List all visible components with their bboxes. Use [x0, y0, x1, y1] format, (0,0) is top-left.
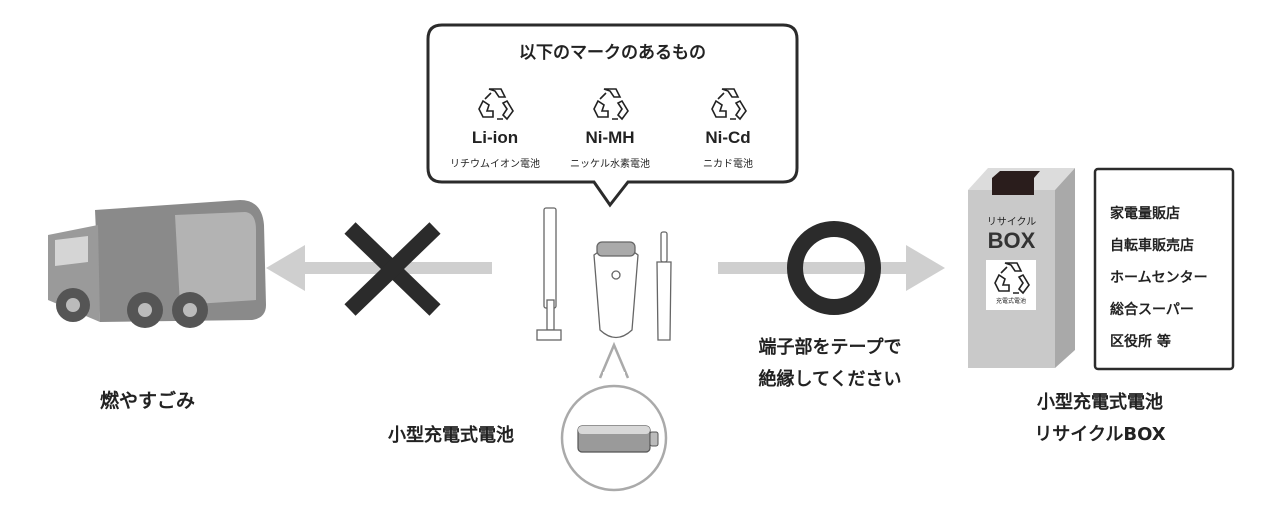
- electric-toothbrush-icon: [656, 231, 672, 341]
- battery-icon: [577, 425, 659, 453]
- store-item: 自転車販売店: [1110, 238, 1194, 254]
- burnable-waste-label: 燃やすごみ: [100, 390, 196, 412]
- magnifier-callout: [560, 341, 668, 492]
- mark-code: Li-ion: [471, 128, 519, 147]
- mark-name: リチウムイオン電池: [450, 159, 540, 170]
- box-label-line2: リサイクルBOX: [1034, 424, 1166, 445]
- instruction-line2: 絶縁してください: [758, 369, 902, 390]
- circle-ok-icon: [787, 221, 881, 315]
- bubble-title: 以下のマークのあるもの: [519, 43, 706, 63]
- box-sticker-text: 充電式電池: [995, 298, 1026, 305]
- store-list-box: [1093, 167, 1235, 371]
- box-big-text: BOX: [987, 228, 1036, 253]
- shaver-icon: [593, 241, 639, 339]
- cross-mark-icon: [344, 222, 441, 316]
- store-item: 総合スーパー: [1110, 302, 1194, 318]
- mark-name: ニカド電池: [703, 159, 753, 170]
- store-item: ホームセンター: [1110, 270, 1208, 286]
- right-arrow: [718, 245, 945, 291]
- stick-vacuum-icon: [536, 207, 562, 341]
- store-list: 家電量販店 自転車販売店 ホームセンター 総合スーパー 区役所 等: [1110, 198, 1208, 358]
- mark-code: Ni-MH: [585, 128, 635, 147]
- garbage-truck-icon: [48, 200, 266, 328]
- box-label-line1: 小型充電式電池: [1037, 392, 1163, 413]
- mark-code: Ni-Cd: [705, 128, 751, 147]
- box-small-text: リサイクル: [986, 217, 1037, 228]
- speech-bubble: [426, 23, 799, 208]
- mark-name: ニッケル水素電池: [570, 159, 650, 170]
- battery-label: 小型充電式電池: [388, 425, 514, 446]
- store-item: 区役所 等: [1110, 334, 1171, 350]
- instruction-line1: 端子部をテープで: [758, 337, 902, 358]
- store-item: 家電量販店: [1110, 206, 1180, 222]
- recycle-box-icon: [968, 168, 1075, 368]
